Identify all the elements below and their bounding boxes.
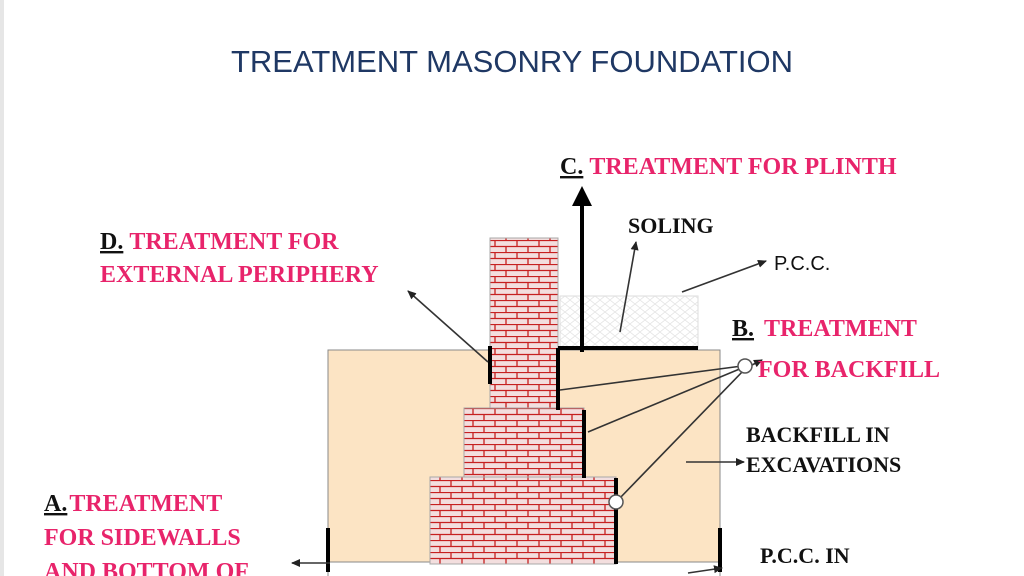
label-a-line1: A.TREATMENT [44,491,222,517]
brick-footing-bottom [429,476,617,565]
label-b-line2: FOR BACKFILL [758,357,940,383]
treatment-lines [326,346,722,572]
label-c: C.TREATMENT FOR PLINTH [560,154,897,180]
plinth-arrowhead [572,186,592,206]
leader-arrows [291,241,767,574]
label-b-letter: B. [732,316,754,342]
label-backfill-line2: EXCAVATIONS [746,452,901,477]
leader-node-bottom [608,494,624,510]
label-pcc: P.C.C. [774,253,830,275]
label-d-line1: D.TREATMENT FOR [100,229,339,255]
label-d-letter: D. [100,229,123,255]
label-c-text: TREATMENT FOR PLINTH [589,154,896,180]
label-pcc-in: P.C.C. IN [760,543,850,568]
brick-stem [489,237,559,411]
label-soling: SOLING [628,213,714,238]
label-c-letter: C. [560,154,583,180]
brick-footing-middle [463,407,585,479]
label-a-line3: AND BOTTOM OF [44,559,249,576]
label-d-text: TREATMENT FOR [129,229,339,255]
slide-title: TREATMENT MASONRY FOUNDATION [230,44,794,79]
label-b-line1: B. TREATMENT [732,316,917,342]
slide-edge [0,0,4,576]
label-b-text: TREATMENT [764,316,917,342]
leader-node-top [737,358,753,374]
backfill-leaders [559,359,763,501]
label-a-line2: FOR SIDEWALLS [44,525,241,551]
label-a-text: TREATMENT [69,491,222,517]
label-backfill-line1: BACKFILL IN [746,422,890,447]
label-a-letter: A. [44,491,67,517]
label-d-line2: EXTERNAL PERIPHERY [100,262,379,288]
